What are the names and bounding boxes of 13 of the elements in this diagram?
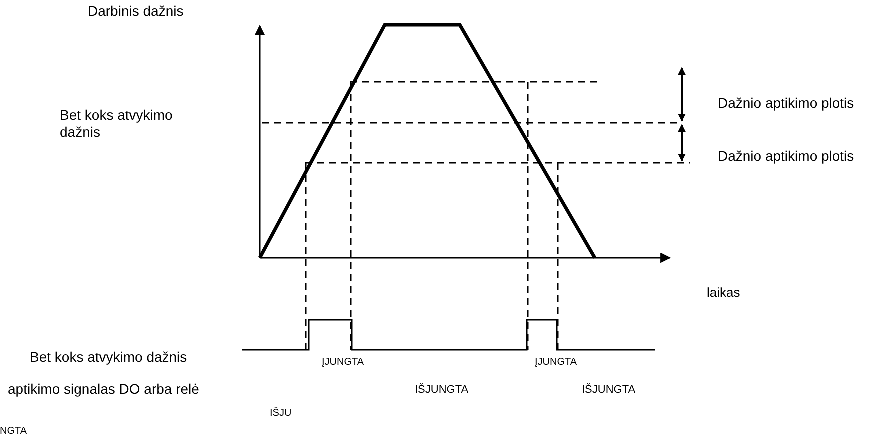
level-label: Bet koks atvykimo dažnis	[60, 107, 174, 141]
axis-label: Darbinis dažnis	[88, 3, 184, 20]
state-label: ĮJUNGTA	[535, 357, 578, 369]
state-label: NGTA	[0, 426, 28, 438]
state-label: ĮJUNGTA	[322, 357, 364, 369]
dimension-label: Dažnio aptikimo plotis	[718, 148, 854, 165]
state-label: IŠJUNGTA	[415, 384, 469, 398]
state-label: IŠJU	[270, 408, 292, 420]
signal-label: aptikimo signalas DO arba relė	[8, 381, 200, 398]
dimension-label: Dažnio aptikimo plotis	[718, 95, 854, 112]
axis-label: laikas	[707, 285, 740, 301]
signal-label: Bet koks atvykimo dažnis	[30, 349, 188, 366]
state-label: IŠJUNGTA	[582, 384, 636, 398]
